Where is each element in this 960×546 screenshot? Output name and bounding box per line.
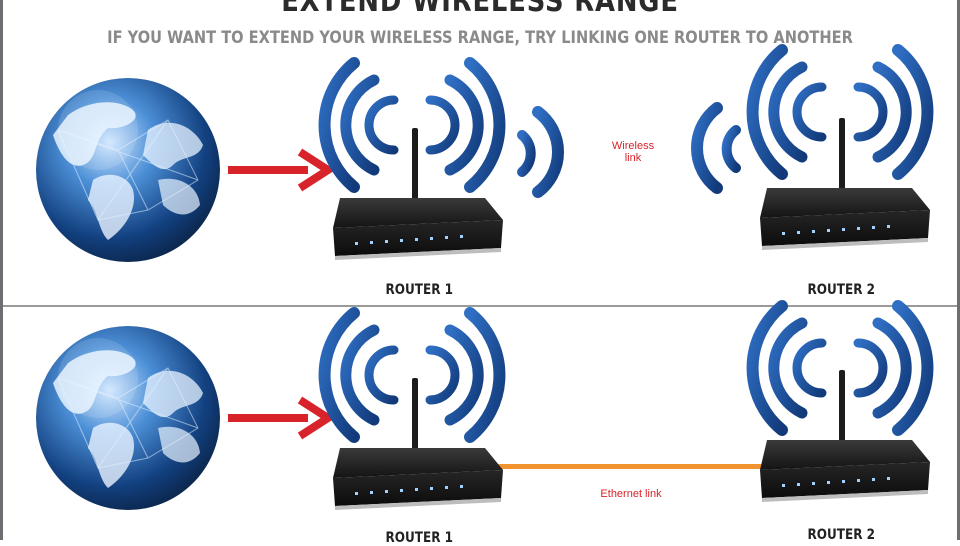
diagram-subtitle: IF YOU WANT TO EXTEND YOUR WIRELESS RANG…	[107, 28, 853, 48]
globe-icon	[35, 325, 221, 511]
bottom-router1-label: ROUTER 1	[385, 530, 454, 546]
top-router1-label: ROUTER 1	[385, 282, 454, 298]
arrow-icon	[228, 400, 328, 436]
ethernet-link-label: Ethernet link	[600, 488, 662, 500]
arrow-icon	[228, 152, 328, 188]
right-border	[957, 0, 960, 540]
wifi-waves-icon	[517, 106, 564, 198]
top-router2-label: ROUTER 2	[807, 282, 876, 298]
left-border	[0, 0, 3, 540]
globe-icon	[35, 77, 221, 263]
diagram-title: EXTEND WIRELESS RANGE	[281, 0, 679, 19]
wireless-link-label-line1: Wireless	[611, 140, 655, 152]
wifi-waves-icon	[691, 102, 741, 194]
section-divider	[3, 305, 957, 307]
wireless-link-label-line2: link	[624, 152, 642, 164]
wireless-link-label: Wireless link	[596, 140, 670, 164]
ethernet-cable	[492, 464, 764, 469]
bottom-router2-label: ROUTER 2	[807, 527, 876, 543]
